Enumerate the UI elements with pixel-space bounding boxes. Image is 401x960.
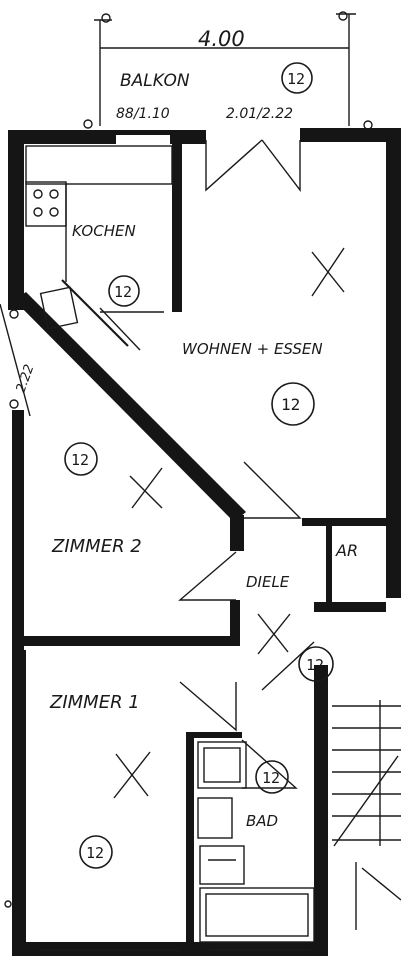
hall-number: 12 <box>306 656 324 674</box>
kitchen-number: 12 <box>114 283 132 301</box>
room1-number-circle <box>79 835 113 869</box>
balcony-label: BALKON <box>120 71 190 91</box>
bath-label: BAD <box>246 812 278 830</box>
living-number-circle <box>271 382 315 426</box>
room2-number: 12 <box>71 451 89 469</box>
balcony-number: 12 <box>287 70 305 88</box>
kitchen-label: KOCHEN <box>72 222 136 240</box>
room1-number: 12 <box>86 844 104 862</box>
hall-cross <box>257 613 291 655</box>
outer-walls <box>8 128 401 956</box>
bath-number: 12 <box>262 769 280 787</box>
bath-number-circle <box>255 760 289 794</box>
left-dimension-marker <box>0 303 31 417</box>
balcony-width-dimension: 4.00 <box>198 27 245 51</box>
balcony-dims-right: 2.01/2.22 <box>226 106 293 122</box>
storage-label: AR <box>335 541 358 560</box>
staircase <box>332 700 401 930</box>
room2-label: ZIMMER 2 <box>51 536 142 557</box>
bottom-window-marks <box>4 900 310 951</box>
living-label: WOHNEN + ESSEN <box>182 340 323 358</box>
kitchen-fixtures <box>25 145 173 330</box>
room1-label: ZIMMER 1 <box>49 692 140 713</box>
living-number: 12 <box>281 395 300 414</box>
hall-number-circle <box>298 646 334 682</box>
balcony-dims-left: 88/1.10 <box>116 106 170 122</box>
room1-cross <box>113 751 151 799</box>
living-cross <box>311 247 345 297</box>
bath-fixtures <box>197 741 315 943</box>
room2-cross <box>129 467 163 509</box>
balcony-number-circle <box>281 62 313 94</box>
hall-label: DIELE <box>246 573 290 591</box>
room2-number-circle <box>64 442 98 476</box>
kitchen-number-circle <box>108 275 140 307</box>
interior-walls <box>14 140 388 946</box>
door-swings <box>61 139 315 789</box>
